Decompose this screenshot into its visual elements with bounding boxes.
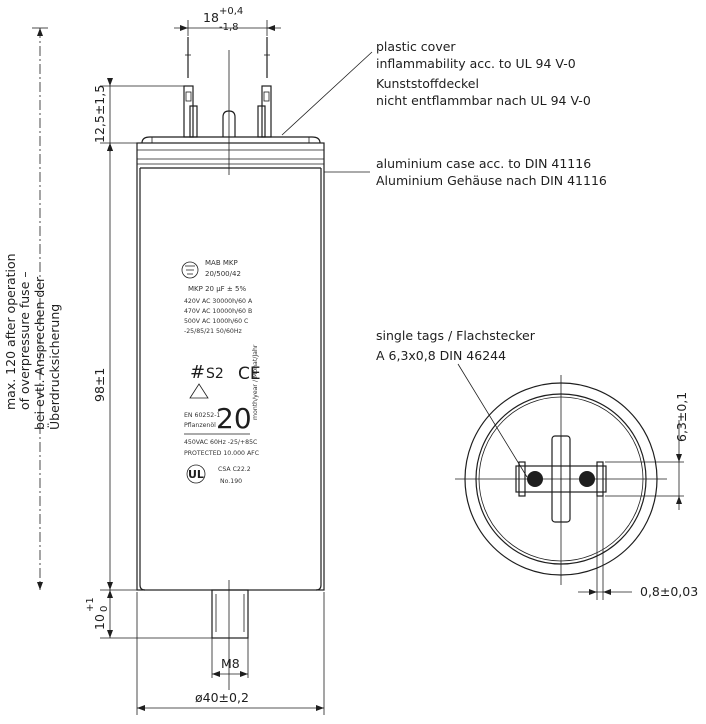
product-label: MAB MKP 20/500/42 MKP 20 µF ± 5% 420V AC…	[181, 259, 261, 485]
dim-tab-height-value: 12,5±1,5	[92, 85, 107, 143]
label-capacitance: MKP 20 µF ± 5%	[188, 285, 246, 293]
top-view: 6,3±0,1 0,8±0,03	[455, 375, 698, 600]
terminal-dot-right	[579, 471, 595, 487]
label-rating: 20/500/42	[205, 270, 241, 278]
label-csa: CSA C22.2	[218, 466, 251, 473]
note-expansion-line: bei evtl. Ansprechen der	[32, 276, 47, 430]
dim-stud-thread-value: M8	[221, 656, 240, 671]
note-tags-line: single tags / Flachstecker	[376, 328, 536, 343]
label-line: -25/85/21 50/60Hz	[184, 328, 242, 335]
note-case-line: aluminium case acc. to DIN 41116	[376, 156, 591, 171]
label-standard-type: Pflanzenöl	[184, 422, 216, 429]
note-expansion-line: Überdrucksicherung	[46, 304, 62, 430]
ce-mark-icon: CE	[238, 364, 261, 384]
dim-stud-length-upper: +1	[85, 597, 96, 612]
note-case: aluminium case acc. to DIN 41116 Alumini…	[324, 156, 607, 188]
label-line: 500V AC 1000h/60 C	[184, 318, 248, 325]
hash-mark-icon: #	[190, 362, 205, 383]
note-tags-line: A 6,3x0,8 DIN 46244	[376, 348, 506, 363]
label-big-value: 20	[216, 402, 252, 435]
label-line: 420V AC 30000h/60 A	[184, 298, 253, 305]
vde-triangle-icon	[189, 383, 209, 399]
note-expansion-line: of overpressure fuse –	[17, 271, 32, 410]
dim-tab-thickness-value: 0,8±0,03	[640, 584, 698, 599]
note-case-line: Aluminium Gehäuse nach DIN 41116	[376, 173, 607, 188]
dim-diameter: ø40±0,2	[136, 592, 325, 715]
label-ac-line: 450VAC 60Hz -25/+85C	[184, 439, 257, 446]
dim-body-height: 98±1	[92, 143, 137, 591]
label-brand: MAB MKP	[205, 259, 238, 267]
dim-terminal-spacing-upper: +0,4	[219, 6, 243, 17]
label-csa-no: No.190	[220, 478, 242, 485]
dim-stud-length: 10 +1 0	[85, 590, 212, 639]
plastic-cover	[141, 136, 321, 144]
dim-terminal-spacing: 18 +0,4 -1,8	[174, 6, 281, 36]
dim-expansion	[32, 27, 48, 590]
brand-logo-icon	[181, 261, 199, 279]
note-cover-line: plastic cover	[376, 39, 456, 54]
note-expansion-line: max. 120 after operation	[3, 253, 18, 410]
dim-stud-length-lower: 0	[99, 606, 110, 612]
dim-stud-thread: M8	[211, 638, 249, 678]
note-expansion: max. 120 after operation of overpressure…	[3, 253, 62, 430]
dim-tab-thickness: 0,8±0,03	[578, 496, 698, 600]
terminal-tab-left	[183, 37, 198, 138]
note-cover-line: Kunststoffdeckel	[376, 76, 479, 91]
note-cover: plastic cover inflammability acc. to UL …	[281, 39, 591, 136]
terminal-dot-left	[527, 471, 543, 487]
dim-tab-width: 6,3±0,1	[605, 392, 689, 510]
dim-tab-height: 12,5±1,5	[92, 78, 184, 152]
capacitor-body	[136, 142, 325, 591]
dim-terminal-spacing-lower: -1,8	[219, 22, 239, 33]
label-standard: EN 60252-1	[184, 412, 220, 419]
dim-terminal-spacing-value: 18	[203, 10, 219, 25]
label-class-mark: S2	[206, 366, 224, 382]
dim-stud-length-value: 10	[92, 614, 107, 630]
label-line: 470V AC 10000h/60 B	[184, 308, 252, 315]
dim-diameter-value: ø40±0,2	[195, 690, 249, 705]
label-side-text: month/year / Monat/Jahr	[252, 344, 259, 420]
ul-mark-icon: UL	[188, 468, 204, 481]
m8-stud	[211, 580, 249, 690]
note-cover-line: nicht entflammbar nach UL 94 V-0	[376, 93, 591, 108]
label-protected: PROTECTED 10.000 AFC	[184, 450, 259, 457]
note-cover-line: inflammability acc. to UL 94 V-0	[376, 56, 576, 71]
side-view: MAB MKP 20/500/42 MKP 20 µF ± 5% 420V AC…	[3, 6, 325, 715]
terminal-tab-right	[257, 37, 272, 138]
note-tags: single tags / Flachstecker A 6,3x0,8 DIN…	[376, 328, 536, 478]
dim-tab-width-value: 6,3±0,1	[674, 392, 689, 442]
dim-body-height-value: 98±1	[92, 368, 107, 402]
